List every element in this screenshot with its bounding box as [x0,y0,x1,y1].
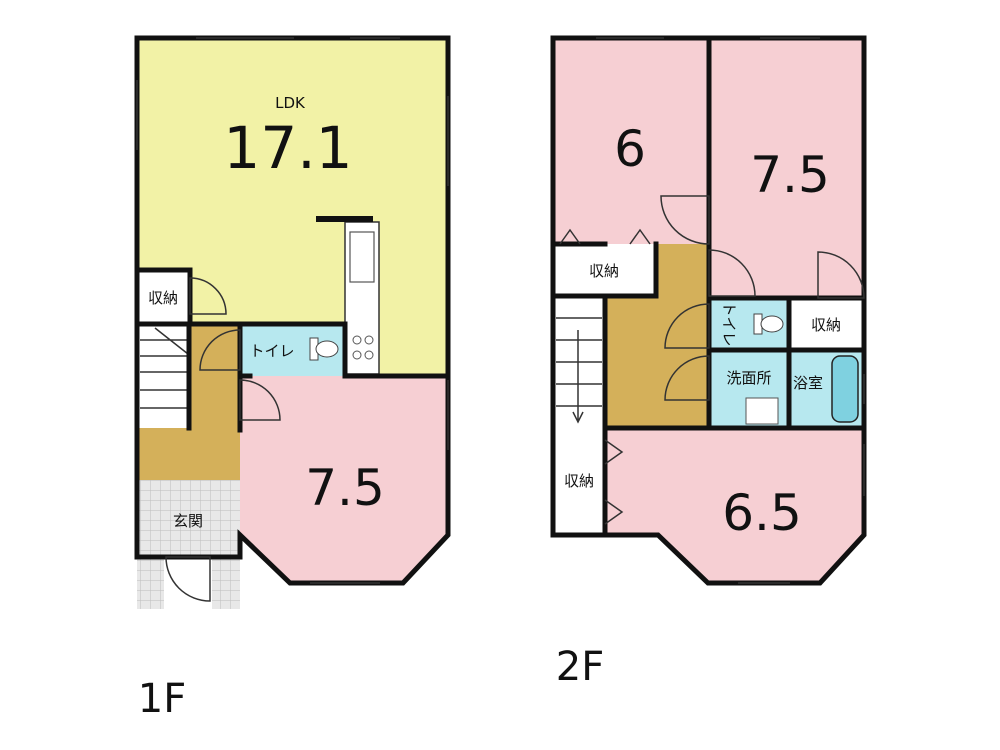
inner-walls-1f [134,267,451,560]
kitchen-sink [349,231,375,283]
room-2f-a-size: 6 [614,120,646,178]
stairs-steps [556,317,602,424]
door-swing [660,195,710,245]
room-1f-size: 7.5 [305,459,385,517]
storage-1f [137,270,190,324]
door-swing [708,249,756,297]
door-swing [664,303,710,349]
toilet-bowl-icon [760,315,784,333]
toilet-bowl-icon [315,340,339,358]
window [596,37,865,584]
ldk-size: 17.1 [223,114,352,182]
room-1f [240,376,448,583]
hall-1f [137,324,240,480]
door-swing [239,379,281,421]
door-swing [664,355,710,401]
storage-2f-c-label: 収納 [564,472,594,490]
entrance-label: 玄関 [173,512,203,530]
stairs-steps [140,327,189,409]
floor-2f [550,35,867,586]
storage-2f-a-label: 収納 [589,262,619,280]
room-2f-b-size: 7.5 [750,146,830,204]
door-swing [817,251,865,299]
kitchen-partition [316,216,373,222]
closet-door [559,228,651,525]
stove-burner-icon [364,350,374,360]
washroom-label: 洗面所 [726,369,771,387]
window [136,37,449,584]
storage-2f-c [553,428,605,534]
stove-burner-icon [352,350,362,360]
floor-2f-label: 2F [556,644,604,690]
storage-2f-b-label: 収納 [811,316,841,334]
stove-burner-icon [352,335,362,345]
storage-1f-label: 収納 [148,289,178,307]
stove-burner-icon [364,335,374,345]
room-2f-b [709,38,864,298]
room-2f-a [553,38,709,244]
door-swing [189,277,227,315]
bath-label: 浴室 [793,374,823,392]
entrance [137,480,240,557]
floor-1f [134,35,451,609]
storage-2f-a [553,244,656,296]
toilet-1f-label: トイレ [249,342,294,360]
door-swing [165,556,211,602]
wash-basin-icon [745,397,779,425]
hall-2f [605,244,709,428]
stairs-1f [137,324,189,428]
door-swing [199,329,241,371]
ldk-label: LDK [275,94,306,112]
floor-1f-label: 1F [138,676,186,722]
bathtub-icon [831,355,859,423]
toilet-2f-label: トイレ [720,301,738,346]
storage-2f-b [789,298,864,350]
room-2f-c-size: 6.5 [722,484,802,542]
